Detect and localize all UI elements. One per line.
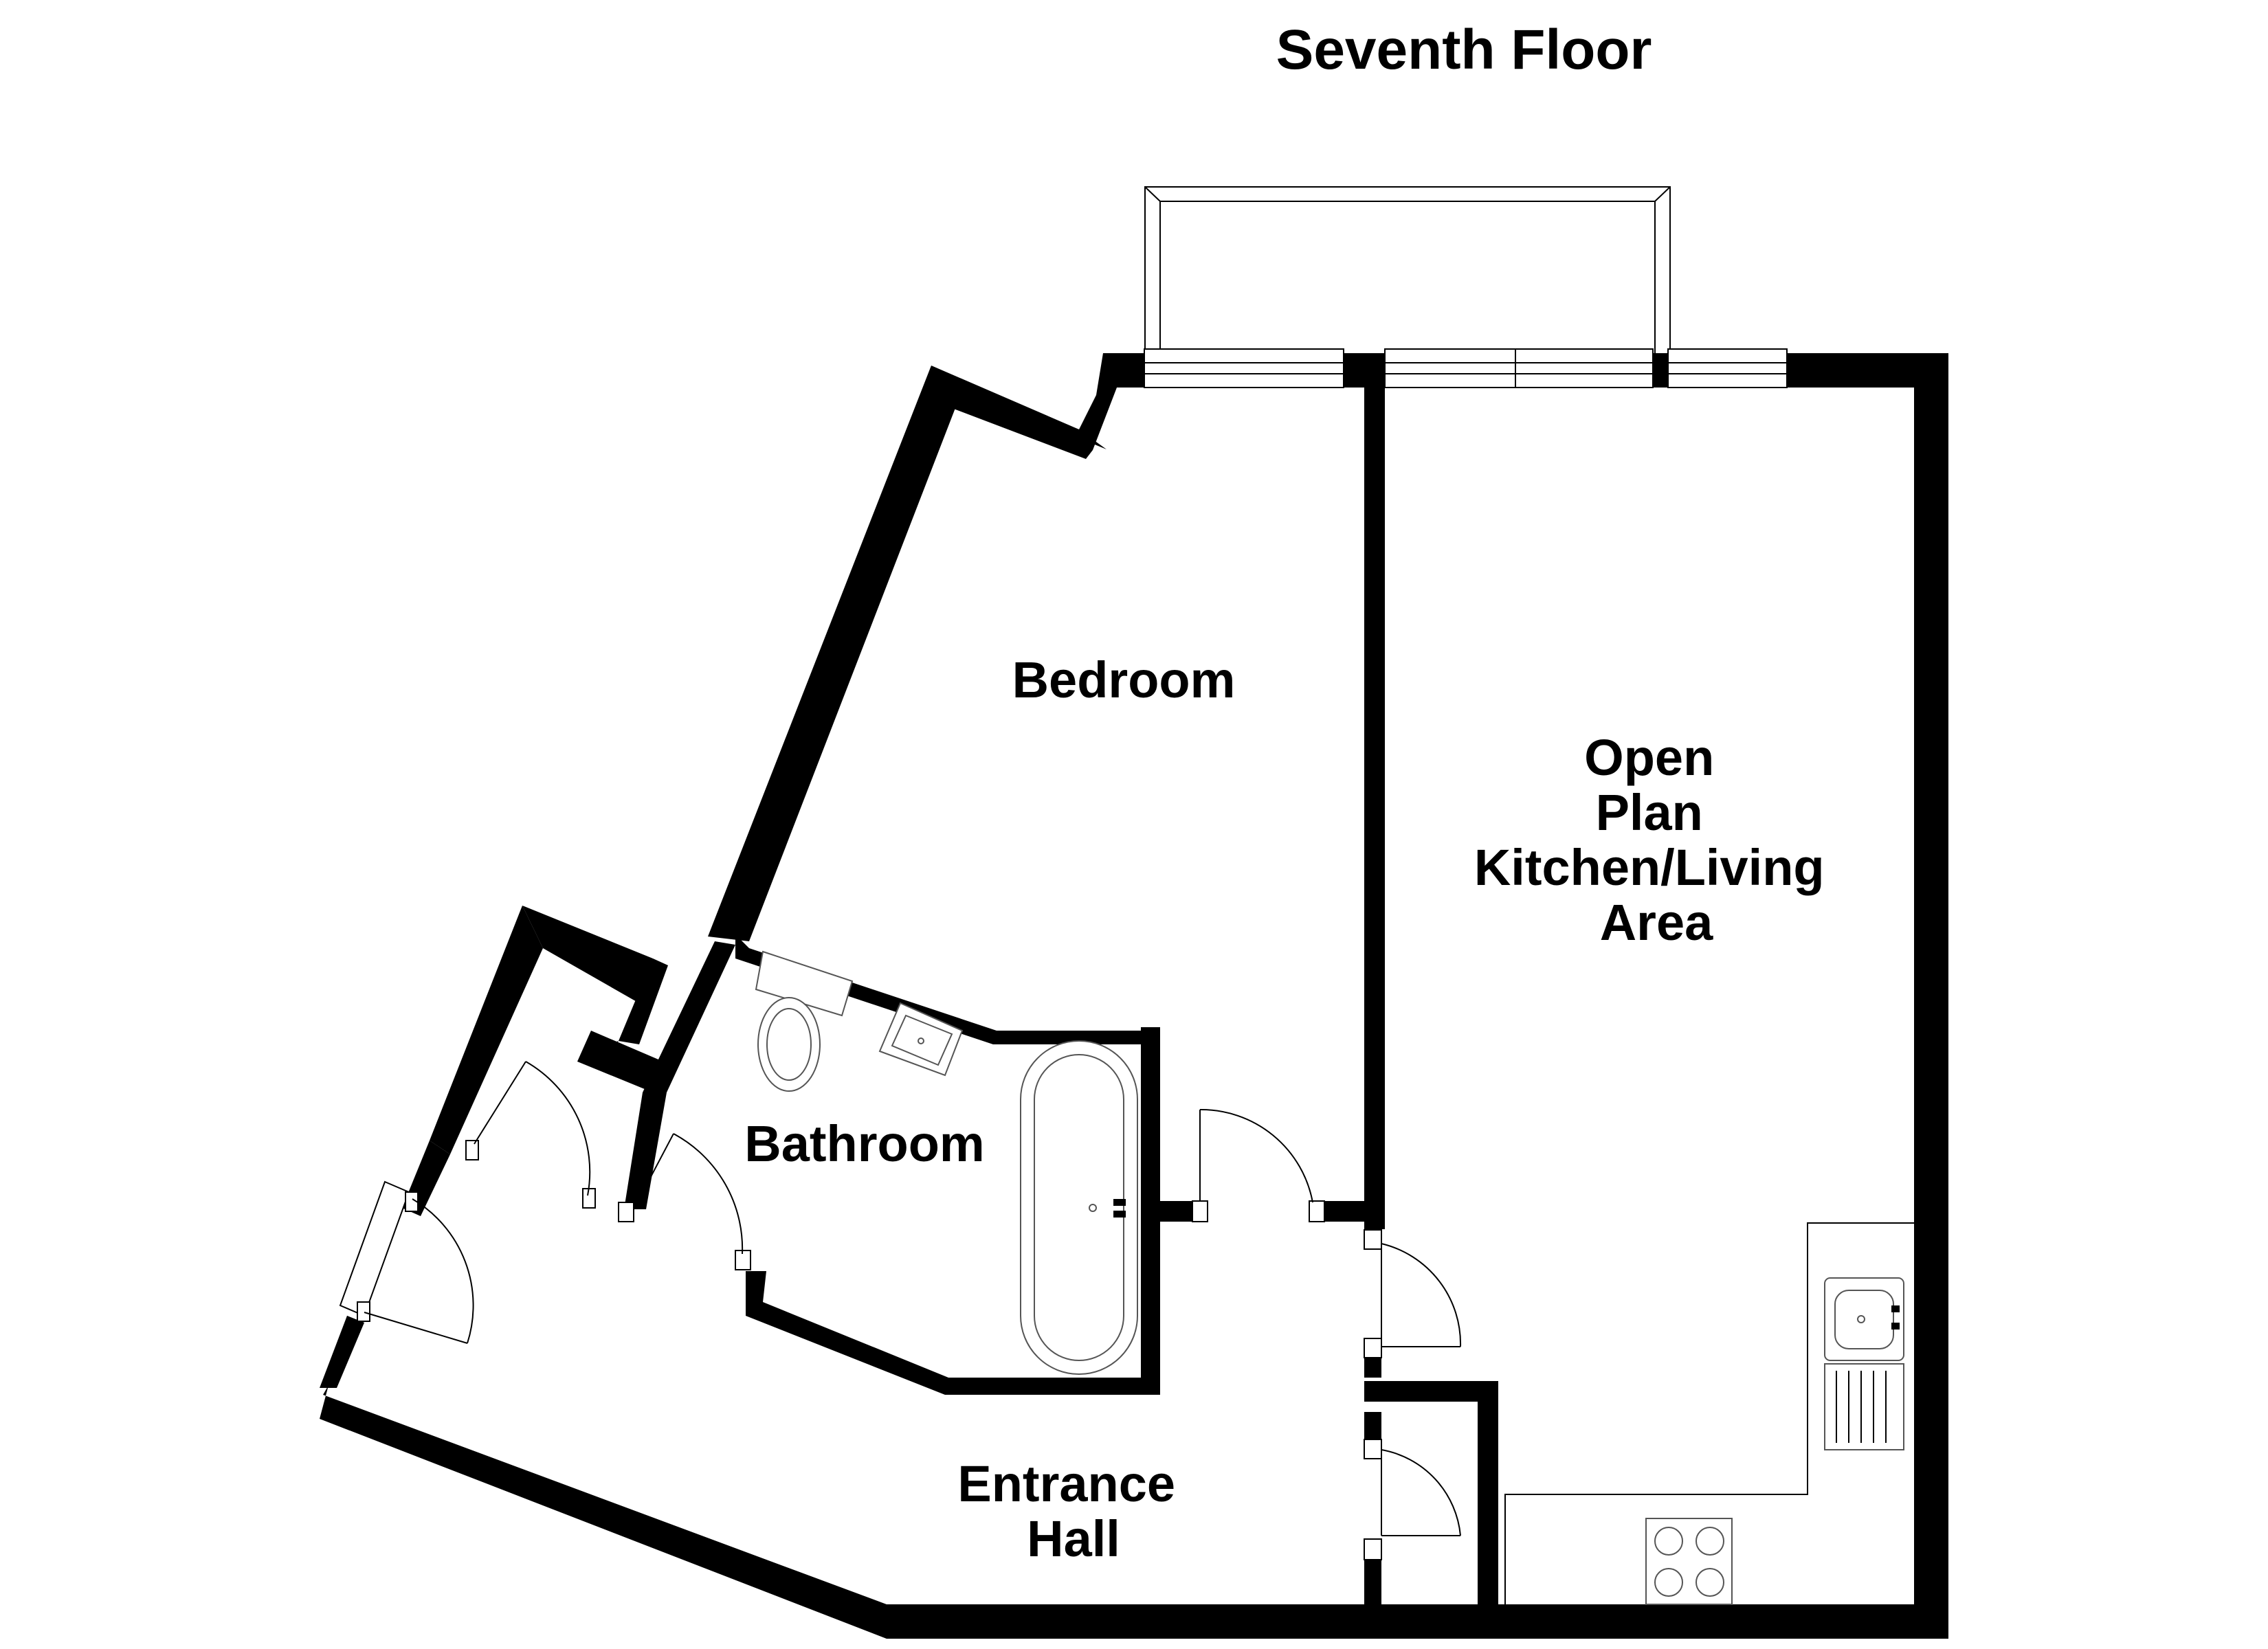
- drainer-icon: [1824, 1363, 1904, 1450]
- room-labels: Bedroom Open Plan Kitchen/Living Area Ba…: [744, 651, 1838, 1567]
- hob-icon: [1645, 1518, 1733, 1605]
- floor-title: Seventh Floor: [1276, 19, 1652, 81]
- angled-walls: [320, 353, 1160, 1639]
- store-door[interactable]: [1364, 1439, 1461, 1560]
- room-label-bathroom: Bathroom: [744, 1115, 984, 1172]
- bedroom-door[interactable]: [1192, 1108, 1325, 1222]
- doors: [339, 1061, 1462, 1560]
- windows: [1144, 348, 1788, 388]
- room-label-entrance-hall: Entrance Hall: [957, 1455, 1189, 1567]
- kitchen-counter: [1504, 1222, 1914, 1605]
- bathroom-fixtures: [755, 950, 1138, 1375]
- basin-icon: [878, 1002, 964, 1077]
- front-door[interactable]: [339, 1180, 474, 1344]
- bathroom-door[interactable]: [618, 1133, 751, 1270]
- room-label-kitchen-living: Open Plan Kitchen/Living Area: [1474, 729, 1838, 951]
- balcony: [1144, 186, 1671, 357]
- walls: [887, 353, 1948, 1639]
- kitchen-door[interactable]: [1364, 1229, 1462, 1358]
- closet-door[interactable]: [465, 1061, 596, 1209]
- bath-icon: [1020, 1040, 1138, 1375]
- toilet-icon: [755, 950, 854, 1092]
- room-label-bedroom: Bedroom: [1012, 651, 1236, 708]
